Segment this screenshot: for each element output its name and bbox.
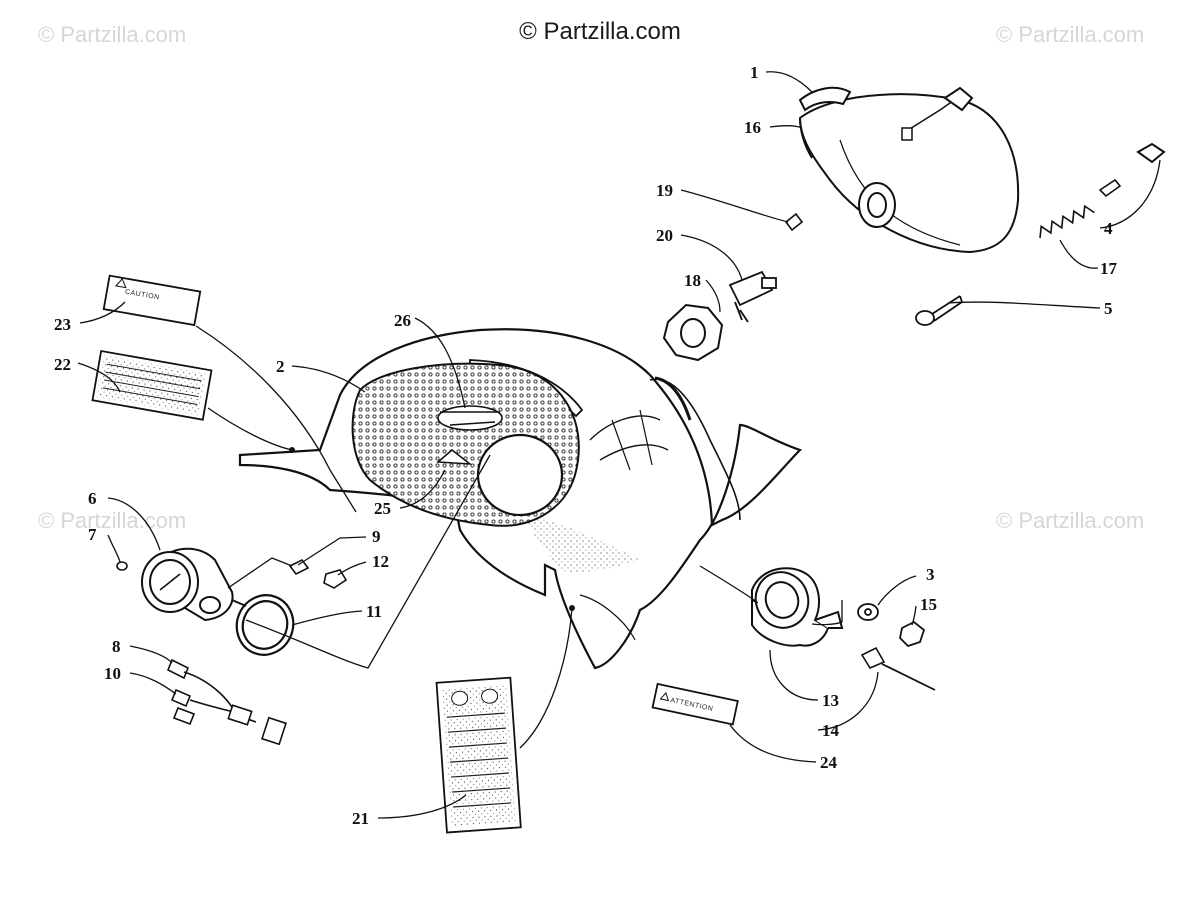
callout-20: 20 [656,226,673,245]
warning-decal-22 [91,349,213,421]
watermark: © Partzilla.com [996,22,1145,47]
hood-emblem-decal [437,405,503,431]
callout-24: 24 [820,753,838,772]
callout-12: 12 [372,552,389,571]
washer [857,603,879,621]
gauge-bulb-socket [288,558,310,576]
gauge-screw [116,561,128,571]
callout-1: 1 [750,63,759,82]
callout-7: 7 [88,525,97,544]
headlight-adjust-screw [915,295,963,326]
speedometer-gauge [141,547,247,622]
wiring-harness [166,658,287,746]
watermark: © Partzilla.com [996,508,1145,533]
leader-lines [77,71,1161,819]
gauge-bracket-ring [235,594,295,656]
callout-16: 16 [744,118,761,137]
leader-dots [289,447,575,611]
callout-14: 14 [822,721,840,740]
callout-6: 6 [88,489,97,508]
watermark: © Partzilla.com [38,22,187,47]
callout-numbers: 1 2 3 4 5 6 7 8 9 10 11 12 13 14 15 16 1… [54,63,1118,828]
callout-8: 8 [112,637,121,656]
bulb-retainer-ring [662,303,724,362]
headlight-bulb-socket [858,182,896,228]
label-decal-21 [435,676,522,834]
callout-25: 25 [374,499,391,518]
gauge-nut [323,569,348,589]
callout-5: 5 [1104,299,1113,318]
callout-13: 13 [822,691,839,710]
callout-15: 15 [920,595,937,614]
attention-decal-24: ATTENTION [651,682,739,726]
callout-21: 21 [352,809,369,828]
bulb-socket-clip [784,212,804,232]
callout-4: 4 [1104,219,1113,238]
watermark: © Partzilla.com [38,508,187,533]
callout-22: 22 [54,355,71,374]
arctic-cat-decal [436,449,473,465]
hex-nut [899,620,926,648]
callout-3: 3 [926,565,935,584]
callout-18: 18 [684,271,701,290]
callout-17: 17 [1100,259,1118,278]
caution-decal-23: CAUTION [102,274,202,327]
headlight-bulb [728,270,777,323]
callout-19: 19 [656,181,673,200]
callout-23: 23 [54,315,71,334]
headlight-adjust-spring [1039,178,1122,239]
headlight-housing [798,86,1020,254]
callout-2: 2 [276,357,285,376]
callout-11: 11 [366,602,382,621]
callout-26: 26 [394,311,411,330]
speedometer-bezel-mesh [351,362,580,527]
callout-10: 10 [104,664,121,683]
callout-9: 9 [372,527,381,546]
headlight-adjust-knob [1136,142,1166,164]
headlight-reflector-cover [798,86,852,112]
speedometer-cable [860,646,936,691]
page-title: © Partzilla.com [519,18,681,45]
tachometer-housing [751,567,844,647]
